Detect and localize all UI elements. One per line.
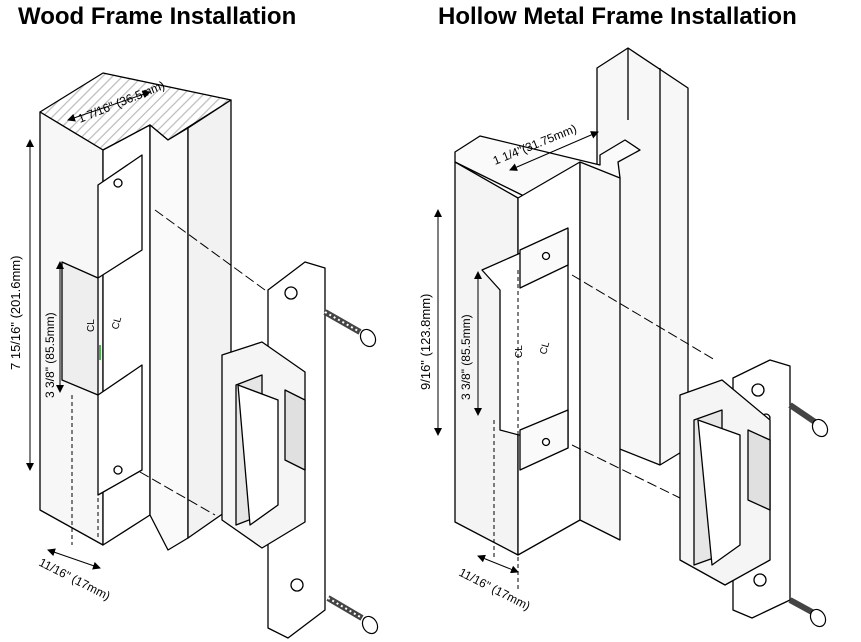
wood-frame-stop bbox=[149, 124, 189, 551]
wood-centerline-b: CL bbox=[110, 315, 124, 331]
wood-screw-top bbox=[323, 309, 377, 348]
metal-screw-top bbox=[788, 402, 829, 438]
metal-screws bbox=[788, 402, 829, 628]
metal-electric-strike bbox=[679, 359, 791, 619]
metal-dimensions bbox=[434, 131, 716, 590]
metal-strike-height: 3 3/8" (85.5mm) bbox=[459, 314, 473, 400]
wood-strike-lip bbox=[237, 384, 279, 526]
wood-faceplate-hole-top bbox=[284, 286, 298, 300]
wood-faceplate-hole-bottom bbox=[290, 578, 304, 592]
wood-strike-window bbox=[284, 389, 306, 471]
wood-electric-strike bbox=[221, 261, 326, 639]
metal-screw-bottom bbox=[788, 597, 827, 628]
wood-screws bbox=[323, 309, 379, 635]
metal-faceplate-hole-bottom bbox=[753, 573, 767, 587]
metal-screw-hole-upper bbox=[541, 251, 551, 261]
metal-setback: 11/16" (17mm) bbox=[457, 565, 533, 613]
wood-frame-drawing bbox=[39, 72, 232, 551]
metal-strike-lip bbox=[697, 419, 741, 566]
wood-screw-bottom bbox=[326, 595, 379, 635]
wood-dimensions bbox=[26, 90, 266, 570]
metal-faceplate-hole-top bbox=[751, 383, 765, 397]
metal-screw-hole-lower bbox=[541, 437, 551, 447]
metal-overall-height: 9/16" (123.8mm) bbox=[418, 294, 433, 390]
wood-screw-hole-upper bbox=[113, 178, 123, 188]
metal-centerline-a: CL bbox=[514, 345, 525, 358]
metal-frame-drawing bbox=[454, 47, 689, 556]
wood-centerline-a: CL bbox=[86, 319, 97, 332]
metal-strike-window bbox=[747, 429, 771, 511]
metal-centerline-b: CL bbox=[538, 340, 552, 356]
wood-frame-title: Wood Frame Installation bbox=[18, 3, 297, 30]
wood-screw-hole-lower bbox=[113, 465, 123, 475]
metal-frame-title: Hollow Metal Frame Installation bbox=[438, 3, 797, 30]
wood-strike-mortise-lower bbox=[97, 364, 143, 496]
wood-strike-height: 3 3/8" (85.5mm) bbox=[43, 312, 57, 398]
metal-frame-stop bbox=[579, 161, 621, 541]
wood-overall-height: 7 15/16" (201.6mm) bbox=[8, 256, 23, 370]
wood-setback: 11/16" (17mm) bbox=[37, 555, 113, 603]
